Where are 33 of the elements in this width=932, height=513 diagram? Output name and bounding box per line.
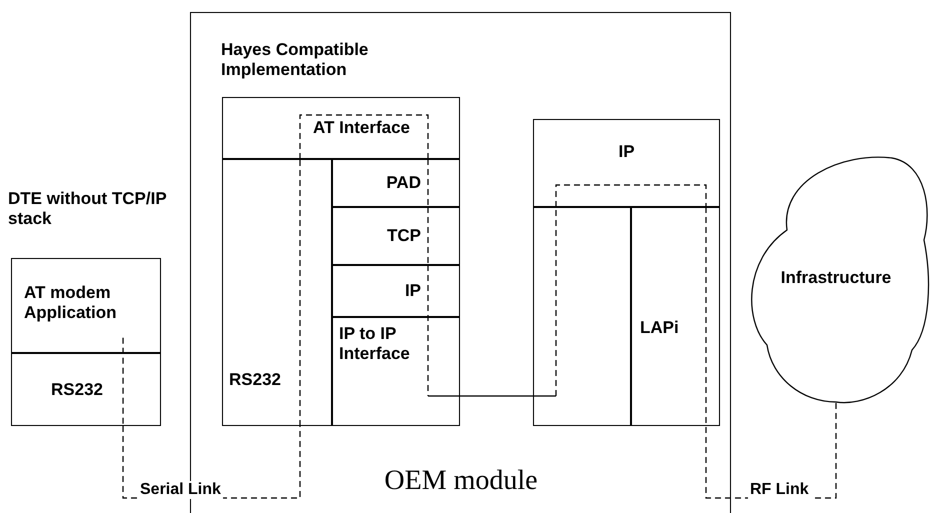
layer-box xyxy=(332,207,460,265)
layer-label: AT Interface xyxy=(313,118,411,138)
layer-label: RS232 xyxy=(50,380,104,400)
layer-label: IP to IP Interface xyxy=(339,324,411,364)
connector-line xyxy=(299,114,429,159)
layer-label: RS232 xyxy=(229,370,282,390)
layer-box xyxy=(332,265,460,317)
connector-line xyxy=(555,184,707,207)
layer-box xyxy=(332,317,460,426)
layer-label: IP xyxy=(617,142,636,162)
edge-label: Serial Link xyxy=(138,481,223,499)
connector-line xyxy=(299,159,301,426)
layer-box xyxy=(533,207,631,426)
stack-heading: Hayes Compatible Implementation xyxy=(221,40,370,80)
module-label: OEM module xyxy=(383,465,539,497)
layer-label: LAPi xyxy=(640,318,680,338)
layer-label: TCP xyxy=(386,226,421,246)
connector-line xyxy=(427,265,429,396)
layer-box xyxy=(332,159,460,207)
layer-label: Infrastructure xyxy=(780,268,892,288)
connector-line xyxy=(428,395,556,397)
edge-label: RF Link xyxy=(748,481,811,499)
layer-box xyxy=(222,159,332,426)
connector-line xyxy=(427,207,429,265)
layer-label: AT modem Application xyxy=(24,283,118,323)
module-frame xyxy=(190,12,731,513)
layer-label: PAD xyxy=(385,173,421,193)
layer-label: IP xyxy=(404,281,421,301)
layer-box xyxy=(631,207,720,426)
terminal-heading: DTE without TCP/IP stack xyxy=(8,189,168,229)
connector-line xyxy=(122,338,124,426)
connector-line xyxy=(555,207,557,396)
connector-line xyxy=(427,159,429,207)
